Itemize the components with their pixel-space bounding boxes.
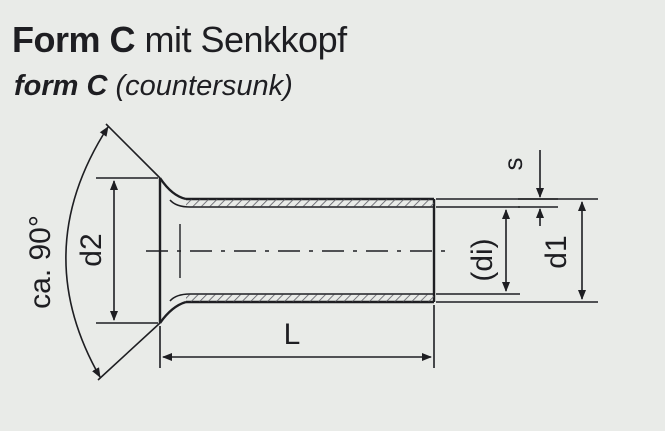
s-dimension	[518, 150, 558, 226]
wall-hatch-top	[186, 199, 434, 207]
subtitle-rest: (countersunk)	[107, 70, 293, 102]
L-label: L	[284, 318, 301, 351]
d2-dimension	[96, 177, 158, 324]
d2-label: d2	[75, 233, 108, 266]
angle-label: ca. 90°	[24, 215, 57, 309]
cone-bottom	[159, 300, 187, 324]
title-form: Form C	[12, 19, 136, 60]
d1-dimension	[436, 198, 598, 303]
di-dimension	[436, 206, 520, 295]
title: Form C mit Senkkopf	[12, 20, 347, 60]
di-label: (di)	[466, 238, 499, 281]
cone-top	[159, 177, 187, 201]
subtitle: form C (countersunk)	[14, 70, 293, 102]
angle-extension-bottom	[97, 322, 161, 381]
d1-label: d1	[540, 235, 573, 268]
wall-hatch-bottom	[186, 294, 434, 302]
subtitle-form: form C	[14, 70, 108, 102]
angle-arc	[65, 126, 109, 378]
angle-dimension	[65, 123, 161, 381]
L-dimension	[159, 305, 435, 368]
s-label: s	[498, 158, 528, 171]
title-rest: mit Senkkopf	[135, 19, 348, 60]
angle-extension-top	[105, 123, 161, 179]
